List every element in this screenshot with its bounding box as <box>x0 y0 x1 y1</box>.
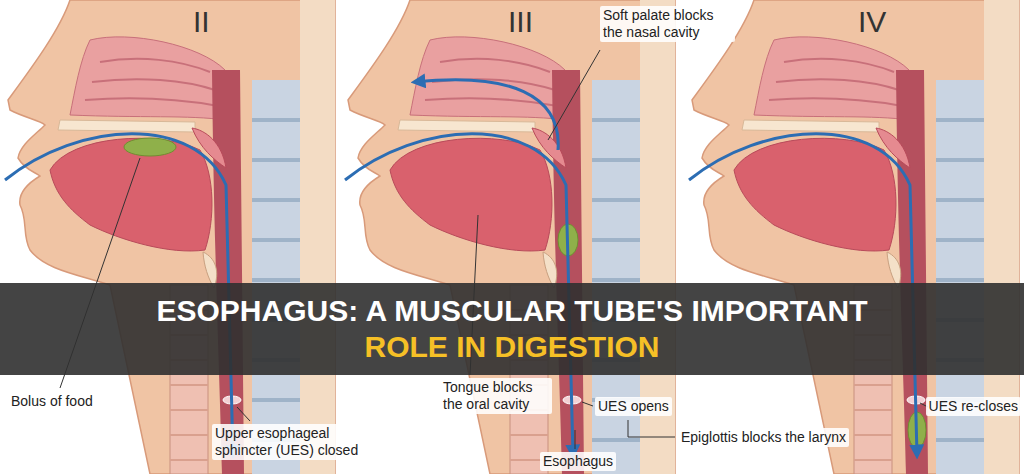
banner-heading: ROLE IN DIGESTION <box>364 329 659 365</box>
part-label: Esophagus <box>540 452 616 471</box>
title-band: ESOPHAGUS: A MUSCULAR TUBE'S IMPORTANTRO… <box>0 283 1024 375</box>
head-section <box>8 0 335 474</box>
head-section <box>348 0 675 474</box>
part-label: Upper esophageal sphincter (UES) closed <box>212 424 377 460</box>
part-label: Tongue blocks the oral cavity <box>440 378 552 414</box>
part-label: Bolus of food <box>8 392 96 411</box>
panel-number: III <box>505 4 536 40</box>
banner-heading: ESOPHAGUS: A MUSCULAR TUBE'S IMPORTANT <box>156 293 867 329</box>
panel-number: IV <box>855 4 889 40</box>
part-label: UES re-closes <box>926 397 1021 416</box>
part-label: Epiglottis blocks the larynx <box>678 428 849 447</box>
food-bolus <box>124 138 176 156</box>
panel-number: II <box>190 4 213 40</box>
part-label: Soft palate blocks the nasal cavity <box>600 6 735 42</box>
part-label: UES opens <box>595 397 672 416</box>
swallow-arrows <box>5 80 917 455</box>
leader-lines <box>60 50 928 449</box>
